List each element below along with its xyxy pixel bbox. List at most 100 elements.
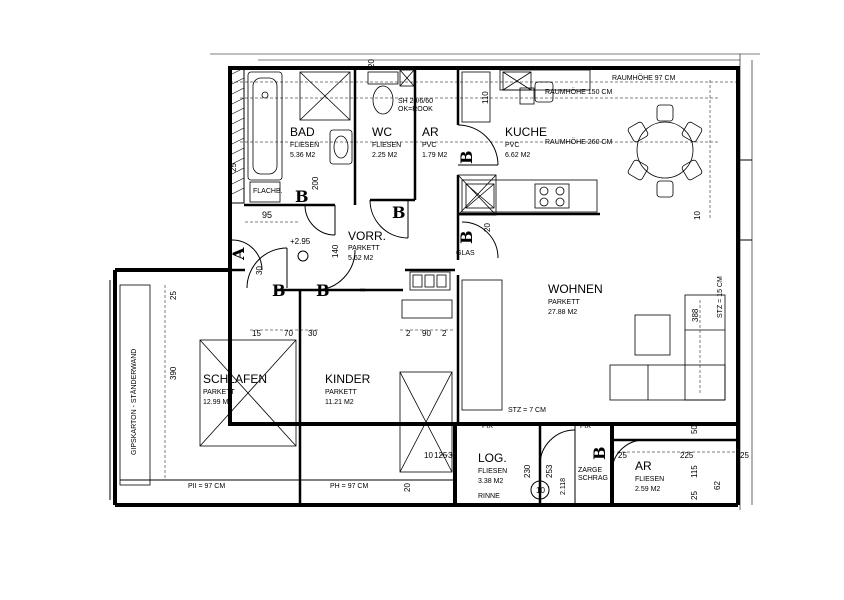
- svg-text:PARKETT: PARKETT: [325, 389, 357, 396]
- svg-text:2: 2: [406, 329, 411, 338]
- svg-text:PVC: PVC: [422, 142, 436, 149]
- svg-text:27.88 M2: 27.88 M2: [548, 309, 577, 316]
- svg-text:125: 125: [434, 451, 448, 460]
- svg-text:6.62 M2: 6.62 M2: [505, 152, 530, 159]
- sofa: [609, 294, 726, 401]
- room-label-ar1: AR PVC 1.79 M2: [422, 125, 447, 159]
- svg-text:B: B: [590, 446, 609, 460]
- svg-text:KINDER: KINDER: [325, 372, 371, 386]
- svg-text:90: 90: [422, 329, 431, 338]
- svg-text:STZ = 7 CM: STZ = 7 CM: [508, 407, 546, 414]
- hatched-wall: [229, 67, 245, 204]
- svg-text:30: 30: [255, 266, 264, 275]
- svg-text:25: 25: [618, 451, 627, 460]
- room-label-wohnen: WOHNEN PARKETT 27.88 M2: [548, 282, 603, 316]
- svg-text:15: 15: [252, 329, 261, 338]
- room-label-schlafen: SCHLAFEN PARKETT 12.99 M2: [203, 372, 267, 406]
- wardrobe-schlafen: [119, 284, 151, 486]
- svg-text:PII = 97 CM: PII = 97 CM: [188, 483, 225, 490]
- shower-tray: [299, 71, 351, 121]
- dining-table: [627, 104, 703, 198]
- svg-text:2.59 M2: 2.59 M2: [635, 486, 660, 493]
- bed-schlafen: [199, 339, 297, 447]
- svg-text:230: 230: [523, 464, 532, 478]
- svg-text:B: B: [272, 281, 286, 300]
- svg-text:SCHLAFEN: SCHLAFEN: [203, 372, 267, 386]
- svg-text:12.99 M2: 12.99 M2: [203, 399, 232, 406]
- annotations: RAUMHÖHE 97 CM RAUMHÖHE 150 CM RAUMHÖHE …: [130, 74, 724, 500]
- svg-text:A: A: [229, 247, 248, 261]
- room-label-ar2: AR FLIESEN 2.59 M2: [635, 459, 664, 493]
- room-label-log: LOG. FLIESEN 3.38 M2: [478, 451, 507, 485]
- svg-text:AR: AR: [635, 459, 652, 473]
- svg-text:3.38 M2: 3.38 M2: [478, 478, 503, 485]
- heating-units: [409, 174, 497, 291]
- svg-text:38: 38: [448, 451, 457, 460]
- dim-lines: [120, 80, 738, 481]
- svg-text:PVC: PVC: [505, 142, 519, 149]
- svg-text:ZARGE: ZARGE: [578, 467, 602, 474]
- svg-text:10: 10: [693, 211, 702, 220]
- svg-text:FLIESEN: FLIESEN: [635, 476, 664, 483]
- svg-text:70: 70: [284, 329, 293, 338]
- svg-text:10: 10: [536, 486, 545, 495]
- svg-text:LOG.: LOG.: [478, 451, 507, 465]
- svg-text:25: 25: [169, 291, 178, 300]
- svg-text:390: 390: [169, 366, 178, 380]
- room-label-wc: WC FLIESEN 2.25 M2: [372, 125, 401, 159]
- bathtub: [247, 71, 283, 181]
- toilet-wc: [367, 69, 415, 115]
- svg-text:1.79 M2: 1.79 M2: [422, 152, 447, 159]
- bed-kinder: [399, 371, 453, 473]
- room-label-kueche: KUCHE PVC 6.62 M2: [505, 125, 547, 159]
- svg-text:95: 95: [262, 210, 272, 220]
- svg-text:388: 388: [691, 308, 700, 322]
- svg-text:B: B: [295, 187, 309, 206]
- svg-text:FLIESEN: FLIESEN: [290, 142, 319, 149]
- svg-text:PARKETT: PARKETT: [548, 299, 580, 306]
- svg-text:RAUMHÖHE 260 CM: RAUMHÖHE 260 CM: [545, 138, 612, 146]
- svg-text:5.62 M2: 5.62 M2: [348, 255, 373, 262]
- svg-text:B: B: [457, 150, 476, 164]
- svg-text:PARKETT: PARKETT: [203, 389, 235, 396]
- svg-text:B: B: [316, 281, 330, 300]
- svg-text:2.118: 2.118: [560, 478, 567, 495]
- svg-text:225: 225: [680, 451, 694, 460]
- svg-text:+2.95: +2.95: [290, 237, 311, 246]
- svg-text:WC: WC: [372, 125, 392, 139]
- svg-text:2: 2: [442, 329, 447, 338]
- svg-text:110: 110: [481, 91, 490, 104]
- svg-text:25: 25: [740, 451, 749, 460]
- svg-text:25: 25: [690, 491, 699, 500]
- svg-text:B: B: [457, 230, 476, 244]
- room-label-bad: BAD FLIESEN 5.36 M2: [290, 125, 319, 159]
- svg-text:KUCHE: KUCHE: [505, 125, 547, 139]
- svg-text:10: 10: [424, 451, 433, 460]
- svg-text:115: 115: [690, 465, 699, 478]
- svg-text:STZ = 15 CM: STZ = 15 CM: [717, 276, 724, 318]
- svg-text:SCHRAG: SCHRAG: [578, 475, 608, 482]
- svg-text:FLIESEN: FLIESEN: [372, 142, 401, 149]
- tv-cabinet: [461, 279, 503, 411]
- svg-text:30: 30: [308, 329, 317, 338]
- section-marks: A B B B B B B B: [229, 150, 609, 460]
- svg-text:20: 20: [367, 59, 376, 68]
- door-swings: [231, 124, 645, 471]
- svg-text:PARKETT: PARKETT: [348, 245, 380, 252]
- svg-text:RAUMHÖHE 150 CM: RAUMHÖHE 150 CM: [545, 88, 612, 96]
- svg-text:PH = 97 CM: PH = 97 CM: [330, 483, 368, 490]
- cabinet-ar: [461, 71, 491, 123]
- svg-text:VORR.: VORR.: [348, 229, 386, 243]
- svg-text:140: 140: [331, 244, 340, 258]
- svg-text:B: B: [392, 203, 406, 222]
- svg-text:GIPSKARTON - STÄNDERWAND: GIPSKARTON - STÄNDERWAND: [130, 349, 138, 455]
- svg-text:GLAS: GLAS: [456, 250, 475, 257]
- svg-text:RAUMHÖHE 97 CM: RAUMHÖHE 97 CM: [612, 74, 676, 82]
- svg-text:50: 50: [690, 425, 699, 434]
- room-label-vorr: VORR. PARKETT 5.62 M2: [348, 229, 386, 262]
- svg-text:25: 25: [229, 163, 238, 172]
- svg-text:AR: AR: [422, 125, 439, 139]
- washing-machine: [249, 181, 281, 203]
